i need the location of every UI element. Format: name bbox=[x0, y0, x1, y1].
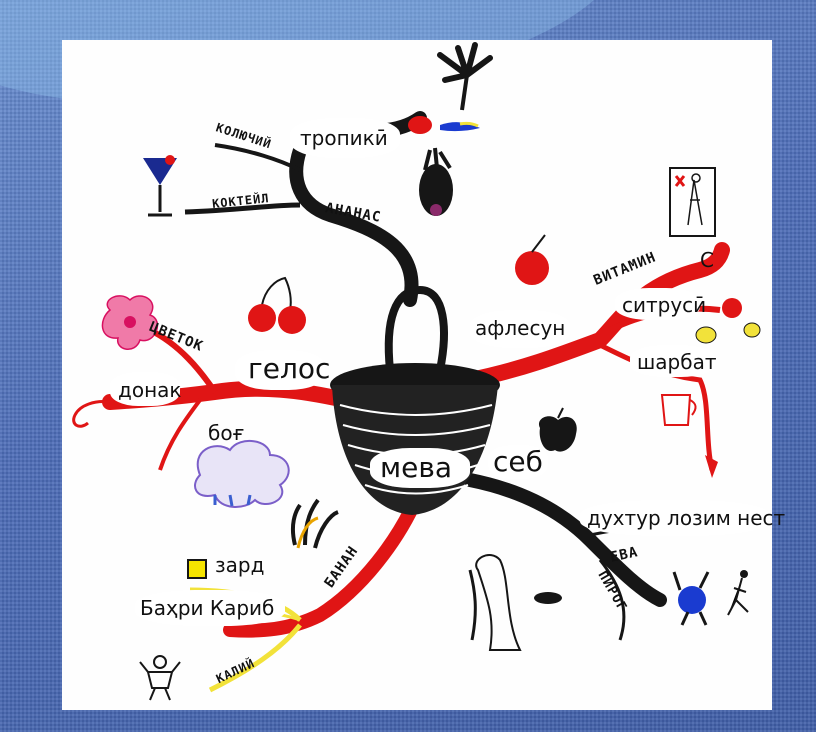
label-juice: шарбат bbox=[637, 350, 717, 374]
label-bg-cherry bbox=[235, 350, 325, 390]
branch-thorny bbox=[214, 143, 301, 172]
label-orange: афлесун bbox=[475, 316, 566, 340]
label-bg-caribbean bbox=[135, 590, 285, 626]
branch-juice bbox=[598, 342, 715, 471]
running-people-icon bbox=[672, 570, 749, 626]
branch-orange bbox=[462, 242, 730, 388]
label-vitamin-c: С bbox=[700, 248, 714, 272]
juice-jug-icon bbox=[660, 394, 718, 478]
label-tropics: тропикӣ bbox=[300, 126, 388, 150]
doctor-box-icon bbox=[669, 167, 716, 237]
label-caribbean: Баҳри Кариб bbox=[140, 596, 275, 620]
branch-eve bbox=[598, 559, 626, 641]
label-bg-orange bbox=[470, 310, 570, 348]
label-stem: донак bbox=[118, 378, 182, 402]
pineapple-icon bbox=[419, 147, 453, 216]
label-bg-center bbox=[370, 448, 470, 488]
label-yellow: зард bbox=[215, 553, 265, 577]
label-bg-tropics bbox=[290, 118, 400, 158]
label-citrus: ситрусӣ bbox=[622, 293, 707, 317]
label-doctor: духтур лозим нест bbox=[587, 506, 786, 530]
branch-flower bbox=[148, 327, 218, 394]
yellow-square-icon bbox=[187, 559, 207, 579]
label-center: мева bbox=[380, 451, 453, 484]
flower-icon bbox=[101, 295, 159, 350]
cocktail-glass-icon bbox=[143, 155, 177, 217]
branch-apple bbox=[463, 473, 667, 607]
apple-icon bbox=[539, 407, 577, 452]
label-garden: боғ bbox=[208, 421, 245, 445]
label-bg-apple bbox=[488, 445, 548, 479]
eve-figure-icon bbox=[468, 554, 562, 651]
label-bg-stem bbox=[110, 372, 180, 406]
branch-cocktail bbox=[184, 202, 301, 215]
tree-bush-icon bbox=[194, 440, 290, 508]
child-figure-icon bbox=[139, 655, 181, 701]
label-cherry: гелос bbox=[248, 352, 331, 385]
label-bg-citrus bbox=[615, 288, 700, 320]
label-apple: себ bbox=[493, 445, 543, 478]
branch-garden bbox=[158, 398, 202, 471]
label-bg-juice bbox=[630, 345, 715, 377]
label-bg-doctor bbox=[580, 500, 770, 536]
banana-bunch-icon bbox=[290, 498, 339, 549]
branch-banana bbox=[223, 483, 427, 638]
lemons-icon bbox=[695, 298, 761, 344]
cherries-icon bbox=[248, 276, 306, 334]
orange-fruit-icon bbox=[515, 234, 549, 285]
palm-tree-icon bbox=[408, 42, 493, 134]
branch-potassium bbox=[208, 623, 302, 693]
branch-stem-curl bbox=[72, 400, 111, 428]
